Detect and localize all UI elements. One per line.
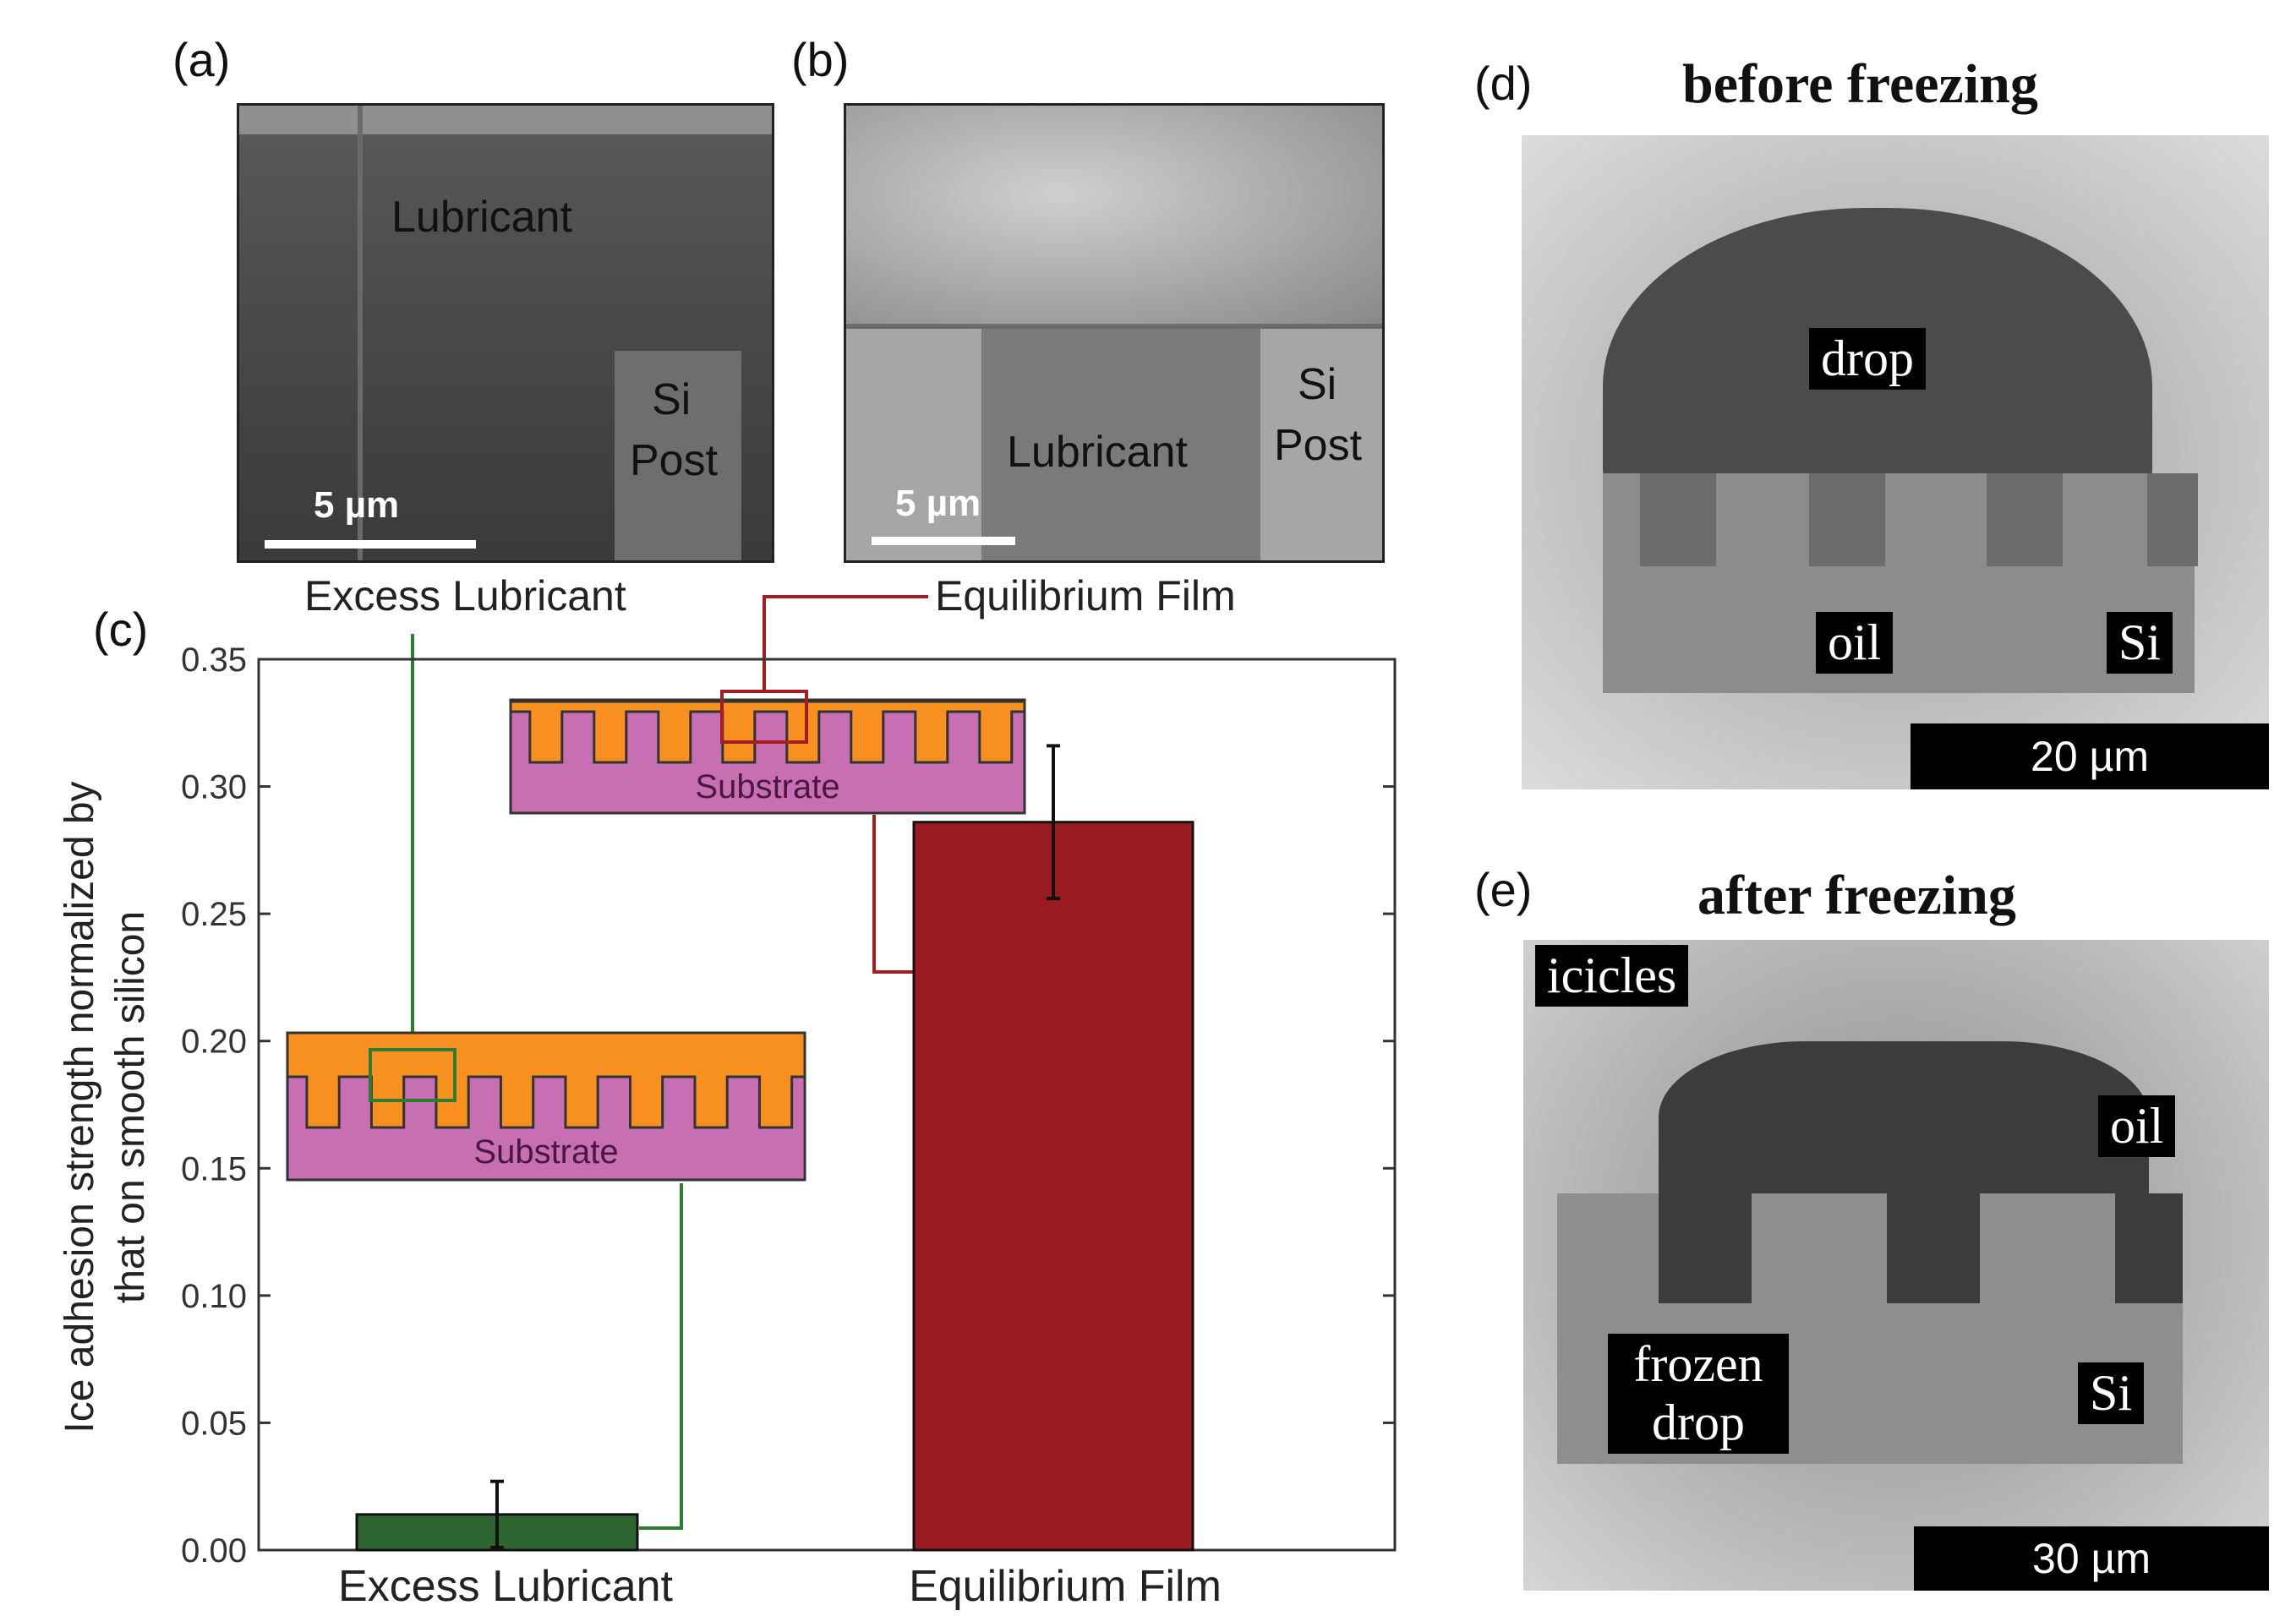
panel-e-sem-image: icicles oil frozen drop Si 30 µm [1523,940,2269,1591]
panel-a-sem-image: Lubricant Si Post 5 µm [237,103,774,563]
panel-d-label: (d) [1474,57,1533,110]
panel-a-post-label: Post [630,436,719,485]
equilibrium-film-callout-label: Equilibrium Film [935,572,1236,620]
y-tick-label: 0.10 [181,1278,247,1315]
panel-a-si-label: Si [652,375,692,424]
panel-a-lubricant-label: Lubricant [391,193,572,242]
equilibrium-zoom-box [720,690,808,744]
excess-lubricant-callout-label: Excess Lubricant [304,572,626,620]
panel-b-si-label: Si [1298,360,1337,409]
category-label-excess: Excess Lubricant [338,1562,674,1611]
panel-b-sem-image: Si Post Lubricant 5 µm [844,103,1385,563]
y-tick-label: 0.35 [181,641,247,679]
excess-texture-profile [286,1031,806,1129]
equilibrium-film-inset: Substrate [509,690,1026,815]
bar-equilibrium-film [912,821,1194,1552]
panel-d-oil-tag: oil [1816,612,1894,674]
y-axis-label-line2: that on smooth silicon [108,911,153,1303]
panel-a-scale-label: 5 µm [314,484,400,526]
panel-b-post-label: Post [1274,421,1363,470]
y-tick-label: 0.00 [181,1532,247,1570]
panel-e-si-tag: Si [2078,1362,2145,1424]
panel-d-si-tag: Si [2107,612,2173,674]
panel-c-label: (c) [93,603,149,656]
y-tick-label: 0.15 [181,1150,247,1187]
panel-d-drop-tag: drop [1809,328,1926,390]
y-tick-label: 0.05 [181,1405,247,1442]
panel-a-label: (a) [172,33,231,86]
panel-e-oil-tag: oil [2098,1095,2176,1157]
excess-callout-line-bottom [639,1183,683,1530]
panel-e-scale-label: 30 µm [1914,1526,2269,1591]
panel-e-frozen-drop-tag: frozen drop [1608,1334,1789,1454]
panel-e-label: (e) [1474,863,1533,916]
panel-a-scale-bar [265,540,476,549]
panel-b-lubricant-label: Lubricant [1007,428,1188,477]
bars [355,744,1194,1552]
equilibrium-callout-line-top [763,595,928,691]
plot-frame [257,658,1397,1552]
panel-e-title: after freezing [1697,865,2016,926]
y-tick-label: 0.20 [181,1024,247,1061]
excess-lubricant-inset: Substrate [286,1031,806,1182]
panel-b-scale-bar [872,537,1015,545]
panel-b-scale-label: 5 µm [895,483,981,524]
panel-d-title: before freezing [1682,53,2038,115]
equilibrium-texture-profile [509,700,1026,764]
panel-d-scale-label: 20 µm [1911,723,2269,789]
y-tick-label: 0.30 [181,769,247,806]
y-axis-label-line1: Ice adhesion strength normalized by [57,781,102,1433]
equilibrium-substrate-label: Substrate [695,768,839,805]
panel-e-frozen-label: frozen [1633,1336,1763,1392]
panel-d-sem-image: drop oil Si 20 µm [1522,135,2269,789]
excess-zoom-box [369,1048,456,1102]
y-tick-label: 0.25 [181,896,247,933]
panel-e-icicles-tag: icicles [1535,945,1689,1007]
equilibrium-callout-line-bottom [872,815,921,974]
y-ticks: 0.00 0.05 0.10 0.15 0.20 0.25 0.30 0.35 [181,641,1395,1570]
panel-e-drop-label: drop [1652,1395,1745,1450]
excess-substrate-label: Substrate [473,1133,618,1171]
panel-b-label: (b) [791,33,850,86]
category-label-equilibrium: Equilibrium Film [909,1562,1222,1611]
